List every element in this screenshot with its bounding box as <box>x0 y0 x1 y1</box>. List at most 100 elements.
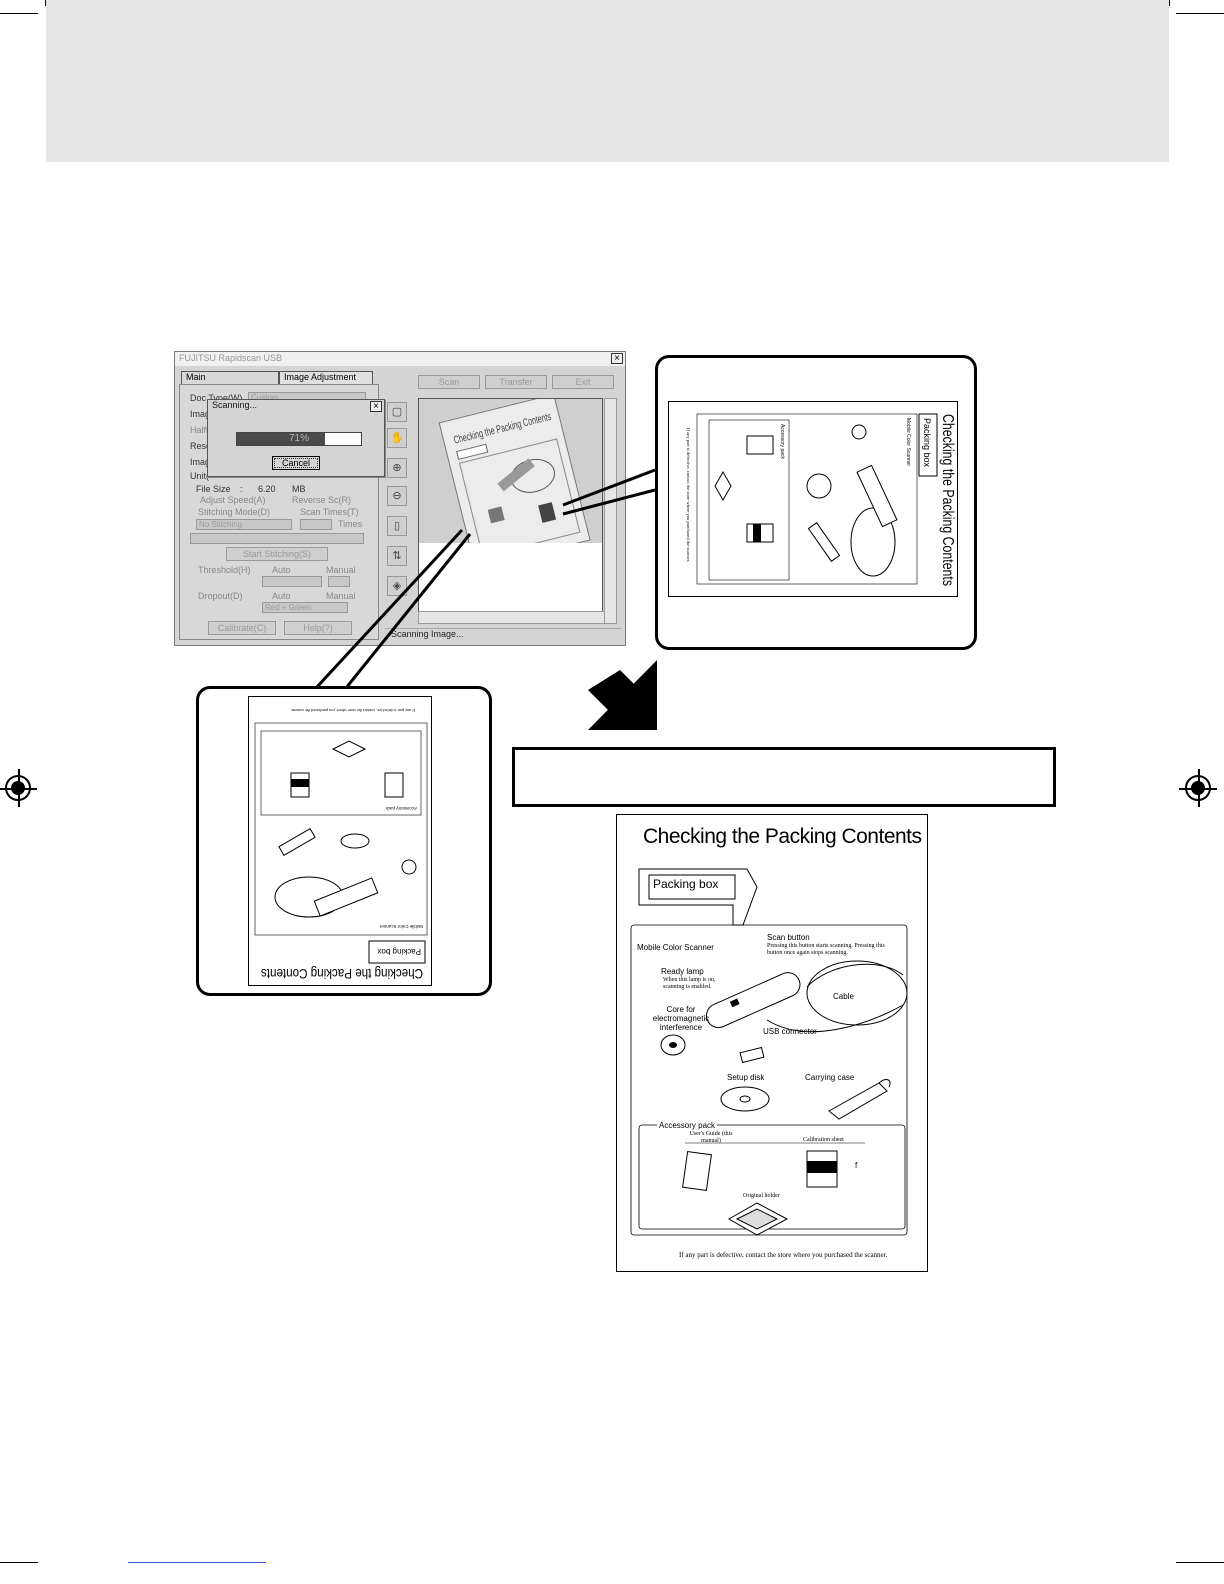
doc-carrying-case: Carrying case <box>805 1073 855 1082</box>
dialog-close-icon[interactable]: × <box>370 401 382 412</box>
doc-setup-disk: Setup disk <box>727 1073 765 1082</box>
progress-fill <box>237 433 326 445</box>
scanning-dialog: Scanning... × 71% Cancel <box>207 399 385 477</box>
rotated-page-title: Checking the Packing Contents <box>939 414 956 586</box>
corrected-image-banner <box>512 747 1056 807</box>
upside-packing-box: Packing box <box>377 947 421 956</box>
callout-rotated-preview: Checking the Packing Contents Packing bo… <box>655 355 977 650</box>
reverse-scan-checkbox[interactable]: Reverse Sc(R) <box>292 495 352 505</box>
registration-mark <box>0 769 37 807</box>
callout-upside-down-preview: Checking the Packing Contents Packing bo… <box>196 686 492 996</box>
unit-label: Unit( <box>190 471 210 481</box>
upside-footer: If any part is defective, contact the st… <box>290 707 415 713</box>
stitching-mode-label: Stitching Mode(D) <box>198 507 271 517</box>
doc-original-holder: Original holder <box>743 1193 780 1199</box>
select-tool-button[interactable]: ▢ <box>387 402 407 422</box>
doc-accessory-pack: Accessory pack <box>657 1121 718 1130</box>
doc-title: Checking the Packing Contents <box>643 825 922 848</box>
doc-cable: Cable <box>833 992 854 1001</box>
tab-main[interactable]: Main <box>181 371 279 384</box>
threshold-manual-radio[interactable]: Manual <box>326 565 356 575</box>
doc-illustration <box>630 868 908 1236</box>
doc-scanner-name: Mobile Color Scanner <box>637 943 714 952</box>
file-size-unit: MB <box>292 484 306 494</box>
progress-text: 71% <box>288 433 309 444</box>
threshold-label: Threshold(H) <box>198 565 251 575</box>
upside-down-page: Checking the Packing Contents Packing bo… <box>248 696 432 986</box>
doc-usb-connector: USB connector <box>763 1027 817 1036</box>
rotated-packing-box: Packing box <box>922 418 932 468</box>
horizontal-scrollbar[interactable] <box>418 611 605 624</box>
window-title: FUJITSU Rapidscan USB <box>179 353 283 363</box>
times-label: Times <box>338 519 363 529</box>
progress-bar: 71% <box>236 432 362 446</box>
layers-icon[interactable]: ◈ <box>387 576 407 596</box>
rotated-page: Checking the Packing Contents Packing bo… <box>668 401 958 597</box>
threshold-auto-radio[interactable]: Auto <box>272 565 291 575</box>
rotate-icon[interactable]: ⇅ <box>387 546 407 566</box>
header-band <box>46 0 1169 162</box>
start-stitching-button[interactable]: Start Stitching(S) <box>226 547 328 561</box>
dropout-manual-radio[interactable]: Manual <box>326 591 356 601</box>
crop-mark <box>128 1562 266 1563</box>
vertical-scrollbar[interactable] <box>604 398 617 624</box>
status-bar: Scanning Image... <box>385 628 621 640</box>
close-icon[interactable]: × <box>611 353 623 364</box>
upside-page-title: Checking the Packing Contents <box>261 966 423 982</box>
dropout-label: Dropout(D) <box>198 591 243 601</box>
doc-scan-button: Scan button <box>767 933 810 942</box>
image-label: Imag <box>190 409 211 419</box>
scan-button[interactable]: Scan <box>418 375 480 389</box>
scanner-window: FUJITSU Rapidscan USB × Main Image Adjus… <box>174 351 626 646</box>
upside-accessory-pack: Accessory pack <box>385 806 417 811</box>
crop-mark <box>0 1562 38 1563</box>
hand-icon[interactable]: ✋ <box>387 428 407 448</box>
doc-packing-box: Packing box <box>653 877 719 891</box>
doc-calibration-sheet: Calibration sheet <box>803 1137 844 1143</box>
threshold-value[interactable] <box>328 576 350 587</box>
crop-mark <box>1169 0 1170 6</box>
file-size-value: 6.20 <box>258 484 276 494</box>
doc-type-label: Doc Type(W) <box>190 393 243 403</box>
threshold-slider[interactable] <box>262 576 322 587</box>
cancel-button[interactable]: Cancel <box>272 456 320 470</box>
rotated-footer: If any part is defective, contact the st… <box>685 428 691 562</box>
tab-image-adjustment[interactable]: Image Adjustment <box>279 371 373 384</box>
scan-times-label: Scan Times(T) <box>300 507 359 517</box>
help-button[interactable]: Help(?) <box>284 621 352 635</box>
page-icon[interactable]: ▯ <box>387 516 407 536</box>
upside-scanner-name: Mobile Color Scanner <box>379 924 423 929</box>
doc-footer: If any part is defective, contact the st… <box>679 1251 888 1259</box>
file-size-label: File Size <box>196 484 231 494</box>
doc-ready-lamp: Ready lamp <box>661 967 704 976</box>
registration-mark <box>1179 769 1217 807</box>
window-title-bar: FUJITSU Rapidscan USB × <box>175 352 625 366</box>
image-type-label: Imag <box>190 457 211 467</box>
crop-mark <box>0 13 38 14</box>
halftone-label: Halft <box>190 425 209 435</box>
dropout-auto-radio[interactable]: Auto <box>272 591 291 601</box>
doc-users-guide: User's Guide (this manual) <box>689 1131 733 1144</box>
calibrate-button[interactable]: Calibrate(C) <box>208 621 276 635</box>
resolution-label: Reso <box>190 441 212 451</box>
exit-button[interactable]: Exit <box>552 375 614 389</box>
rotated-scanner-name: Mobile Color Scanner <box>905 418 911 466</box>
zoom-in-icon[interactable]: ⊕ <box>387 458 407 478</box>
stitching-mode-select[interactable]: No Stitching <box>196 519 292 530</box>
transfer-button[interactable]: Transfer <box>485 375 547 389</box>
doc-core: Core for electromagnetic interference <box>652 1005 710 1032</box>
dialog-title-bar: Scanning... × <box>208 400 384 413</box>
crop-mark <box>45 0 46 6</box>
file-size-colon: : <box>240 484 243 494</box>
zoom-out-icon[interactable]: ⊖ <box>387 486 407 506</box>
adjust-speed-checkbox[interactable]: Adjust Speed(A) <box>200 495 266 505</box>
scan-times-stepper[interactable] <box>300 519 332 530</box>
crop-mark <box>1176 1562 1224 1563</box>
doc-ready-lamp-desc: When this lamp is on, scanning is enable… <box>663 977 716 990</box>
scanned-image: Checking the Packing Contents <box>419 399 602 543</box>
dropout-select[interactable]: Red + Green <box>262 602 348 613</box>
dialog-title: Scanning... <box>212 400 258 410</box>
crop-mark <box>1176 13 1224 14</box>
stitching-field <box>190 533 364 544</box>
